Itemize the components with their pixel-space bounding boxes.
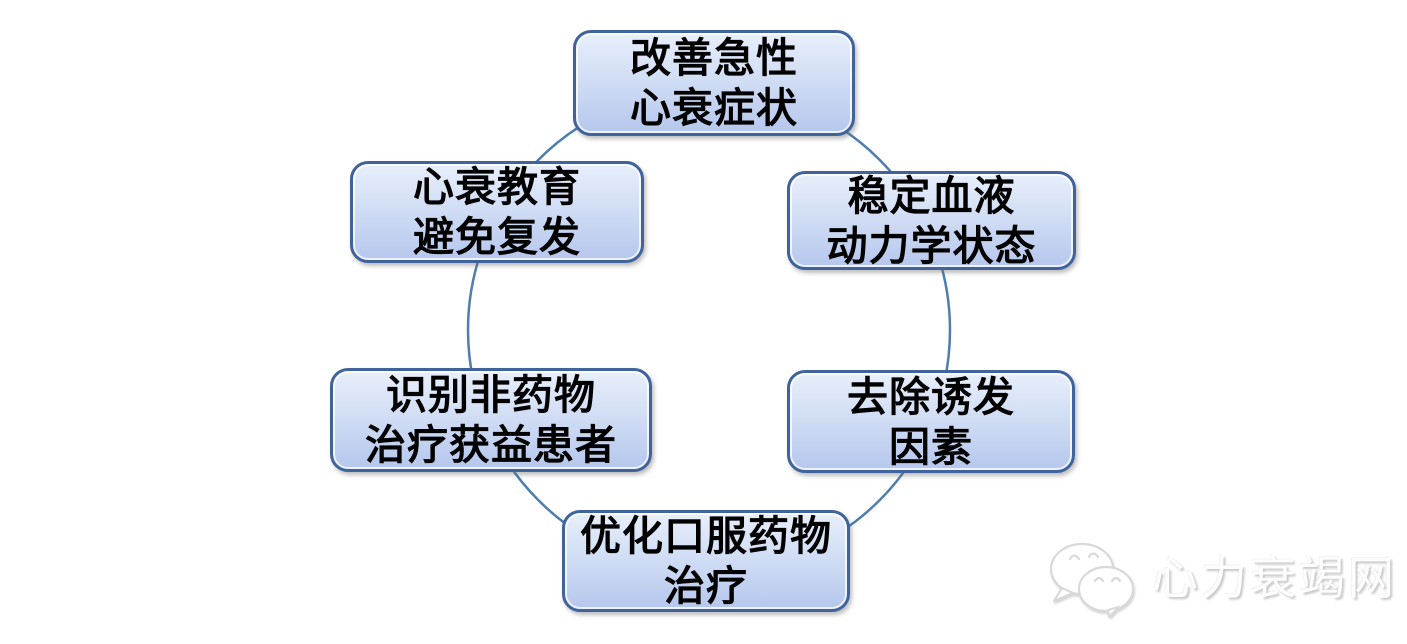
node-text-line: 改善急性 xyxy=(630,35,798,81)
wechat-chat-bubbles-icon xyxy=(1049,542,1135,617)
node-text-line: 心衰教育 xyxy=(413,164,581,210)
node-text-line: 避免复发 xyxy=(413,214,581,260)
node-text-line: 因素 xyxy=(889,423,973,470)
node-remove-precipitating-factors: 去除诱发 因素 xyxy=(787,370,1075,473)
node-text-line: 识别非药物 xyxy=(386,372,596,418)
watermark-text: 心力衰竭网 xyxy=(1152,553,1397,604)
node-text-line: 稳定血液 xyxy=(847,172,1016,219)
node-text-line: 治疗 xyxy=(664,563,748,609)
node-optimize-oral-drug-therapy: 优化口服药物 治疗 xyxy=(562,510,850,612)
node-stabilize-hemodynamic-state: 稳定血液 动力学状态 xyxy=(787,171,1076,270)
node-text-line: 优化口服药物 xyxy=(580,513,832,559)
watermark: 心力衰竭网 xyxy=(1046,540,1397,618)
node-text-line: 动力学状态 xyxy=(826,222,1037,269)
node-text-line: 心衰症状 xyxy=(630,85,798,131)
node-improve-acute-hf-symptoms: 改善急性 心衰症状 xyxy=(573,30,855,136)
node-text-line: 治疗获益患者 xyxy=(365,422,617,468)
node-hf-education-avoid-relapse: 心衰教育 避免复发 xyxy=(350,161,644,263)
node-identify-nondrug-benefit-patients: 识别非药物 治疗获益患者 xyxy=(330,368,652,472)
node-text-line: 去除诱发 xyxy=(847,373,1015,420)
